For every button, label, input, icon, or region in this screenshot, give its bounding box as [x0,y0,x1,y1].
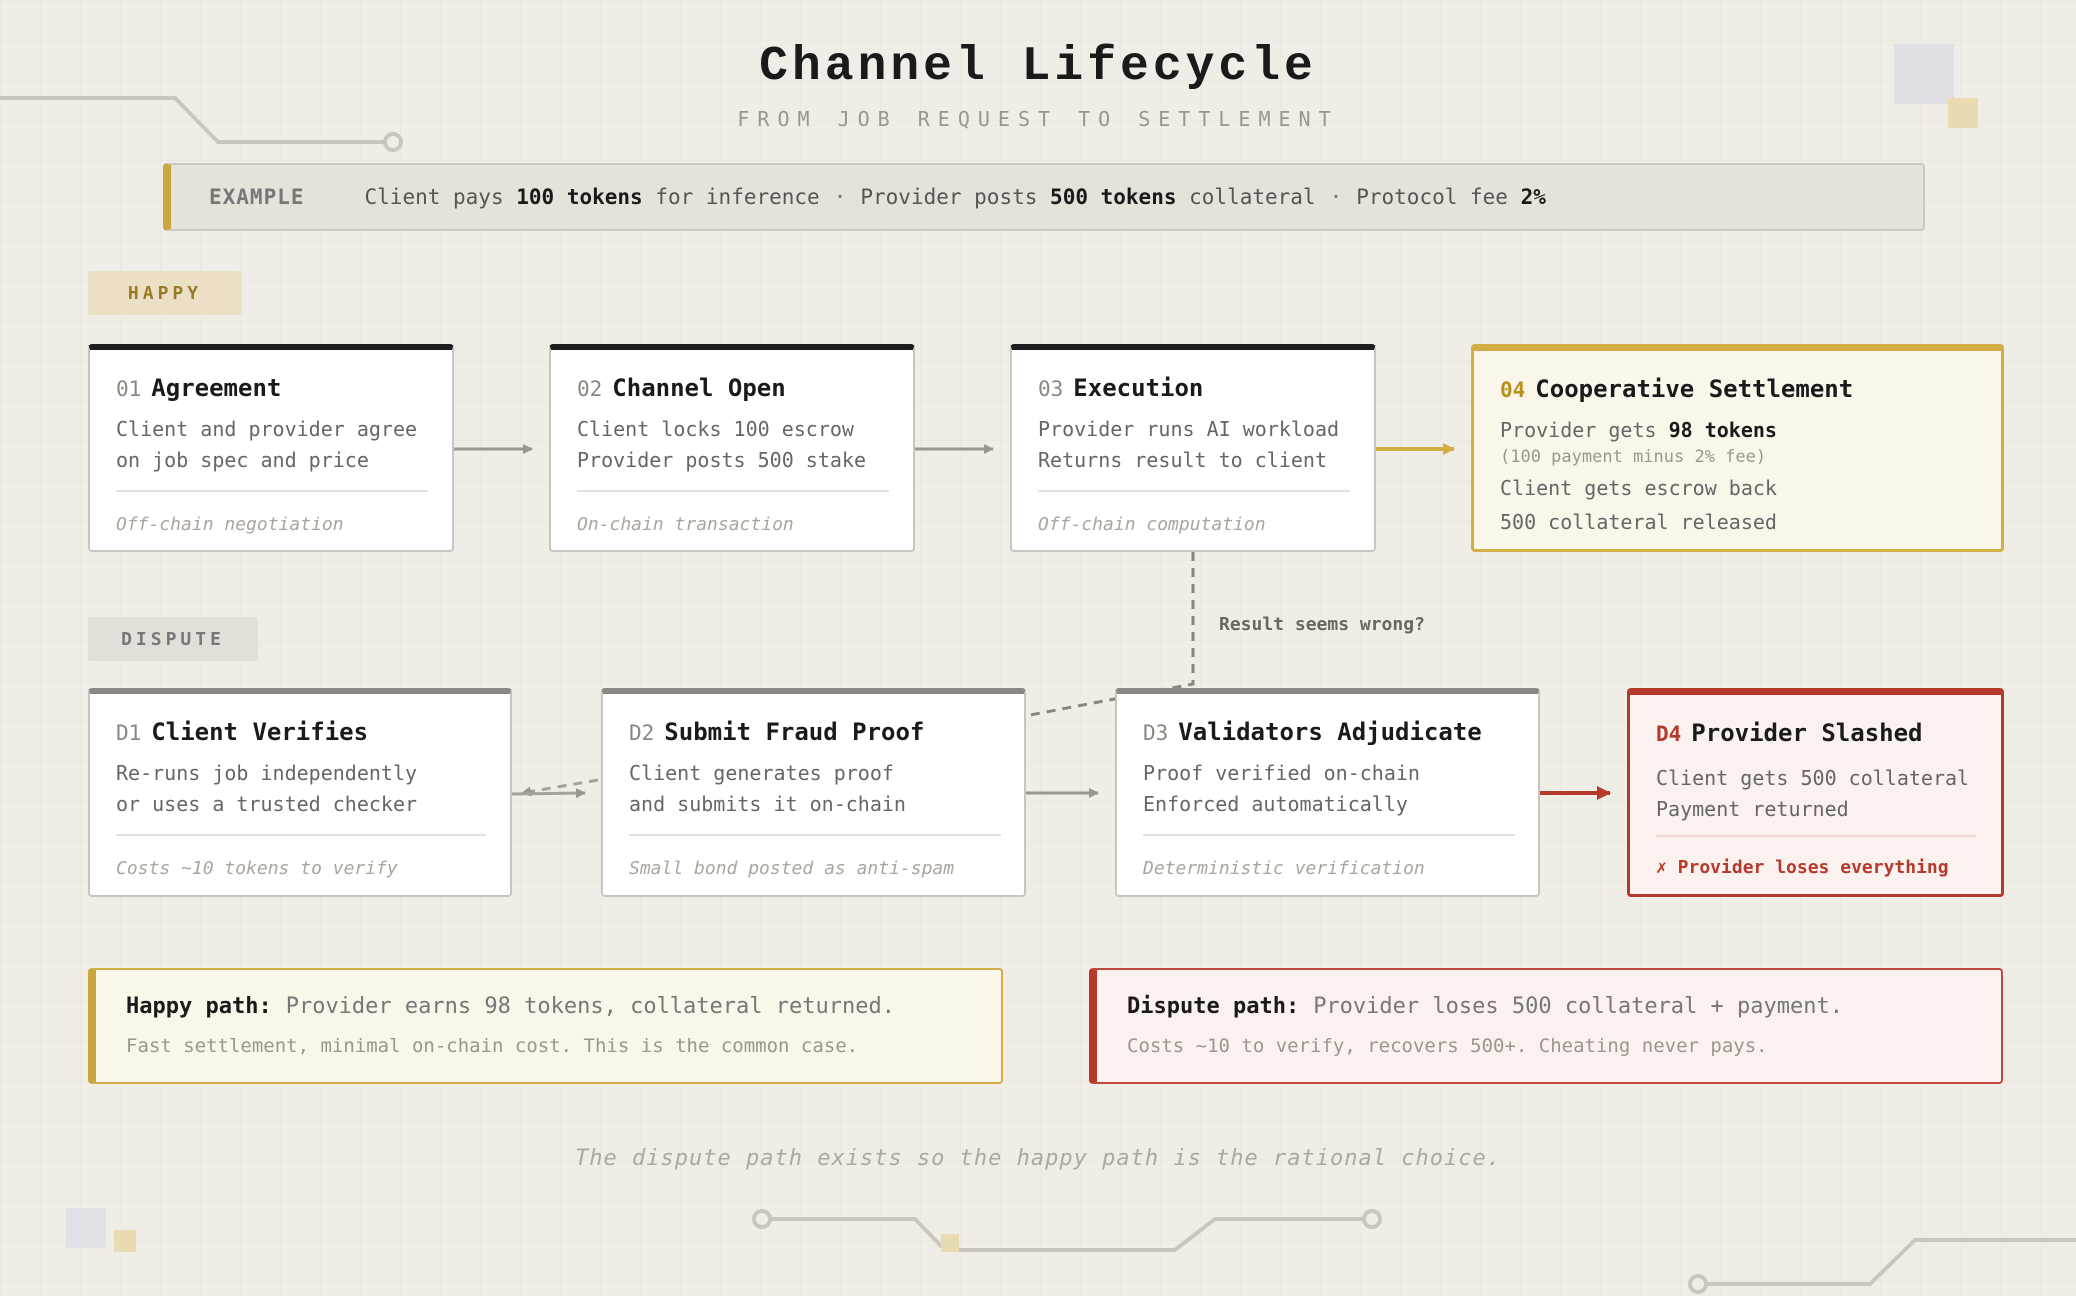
summary-label: Happy path: [126,994,272,1019]
arrow-d1-to-d2 [511,788,586,799]
lane-label-happy: HAPPY [88,271,242,315]
step-card-execution: 03 Execution Provider runs AI workload Re… [1010,344,1376,552]
step-card-agreement: 01 Agreement Client and provider agree on… [88,344,454,552]
example-separator: · [1329,185,1343,209]
step-number: 02 [577,377,603,401]
example-text-3: Provider posts [860,185,1038,209]
example-banner: EXAMPLE Client pays 100 tokens for infer… [163,163,1925,231]
card-divider [116,834,486,836]
page-subtitle: FROM JOB REQUEST TO SETTLEMENT [737,107,1339,131]
dashed-branch-execution-to-dispute [1024,552,1195,718]
step-card-channel-open: 02 Channel Open Client locks 100 escrow P… [549,344,915,552]
summary-sub-text: Fast settlement, minimal on-chain cost. … [126,1035,859,1057]
step-title: Execution [1073,374,1204,402]
example-text-4: collateral [1189,185,1316,209]
step-desc-line: Enforced automatically [1143,792,1408,816]
step-card-cooperative-settlement: 04 Cooperative Settlement Provider gets 9… [1471,344,2004,552]
step-desc-line: Provider gets 98 tokens [1500,415,2001,445]
arrow-d2-to-d1 [521,778,599,797]
page-title: Channel Lifecycle [759,40,1317,94]
step-desc-line: Re-runs job independently [116,761,418,785]
step-desc-line: Client and provider agree [116,417,418,441]
step-desc-line: Client gets escrow back [1500,476,1777,500]
card-divider [116,490,428,492]
step-desc-line: and submits it on-chain [629,792,906,816]
step-note: On-chain transaction [577,514,794,535]
step-desc-line: Proof verified on-chain [1143,761,1420,785]
summary-main-text: Provider loses 500 collateral + payment. [1313,994,1843,1019]
deco-square-bottom-left-blue [66,1208,106,1248]
step-desc-line: Provider runs AI workload [1038,417,1340,441]
card-divider [1143,834,1515,836]
settlement-provider-amount: 98 tokens [1668,418,1777,442]
step-note: Off-chain computation [1038,514,1266,535]
summary-happy-path: Happy path: Provider earns 98 tokens, col… [88,968,1003,1084]
card-divider [629,834,1001,836]
step-title: Agreement [151,374,282,402]
step-title: Client Verifies [151,718,369,746]
step-title: Validators Adjudicate [1178,718,1482,746]
example-separator: · [833,185,847,209]
step-desc-line: Provider posts 500 stake [577,448,866,472]
step-number: D3 [1143,721,1169,745]
circuit-decoration-bottom-center [752,1209,1382,1252]
step-number: 03 [1038,377,1064,401]
step-card-validators-adjudicate: D3 Validators Adjudicate Proof verified o… [1115,688,1540,897]
step-desc-line: on job spec and price [116,448,369,472]
step-number: D2 [629,721,655,745]
step-title: Channel Open [612,374,786,402]
example-text-5: Protocol fee [1356,185,1508,209]
step-card-submit-fraud-proof: D2 Submit Fraud Proof Client generates pr… [601,688,1026,897]
step-desc-line: Returns result to client [1038,448,1327,472]
step-number: 01 [116,377,142,401]
summary-main-text: Provider earns 98 tokens, collateral ret… [285,994,895,1019]
step-title: Submit Fraud Proof [664,718,925,746]
step-desc-line: Client locks 100 escrow [577,417,854,441]
deco-square-top-right-blue [1894,44,1954,104]
step-desc-line: Client generates proof [629,761,894,785]
example-value-payment: 100 tokens [516,185,643,209]
settlement-provider-text: Provider gets [1500,418,1657,442]
deco-square-bottom-left-gold [114,1230,136,1252]
circuit-decoration-top-left [0,96,403,152]
example-value-fee: 2% [1520,185,1546,209]
footer-tagline: The dispute path exists so the happy pat… [575,1146,1501,1171]
step-desc-line: 500 collateral released [1500,510,1777,534]
deco-square-bottom-center-gold [941,1234,959,1252]
card-divider [1656,835,1976,837]
branch-label-result-wrong: Result seems wrong? [1219,614,1425,635]
circuit-decoration-bottom-right [1688,1238,2076,1294]
step-note: Small bond posted as anti-spam [629,858,955,879]
step-note: Costs ~10 tokens to verify [116,858,398,879]
example-tag: EXAMPLE [209,185,305,209]
card-divider [577,490,889,492]
step-desc-line: or uses a trusted checker [116,792,418,816]
step-number: D4 [1656,722,1682,746]
lane-label-dispute: DISPUTE [88,617,258,661]
example-value-collateral: 500 tokens [1050,185,1177,209]
summary-label: Dispute path: [1127,994,1300,1019]
step-title: Provider Slashed [1691,719,1923,747]
example-text-2: for inference [655,185,820,209]
example-text-1: Client pays [364,185,504,209]
step-note-warning: ✗ Provider loses everything [1656,857,1949,878]
step-desc-line: Client gets 500 collateral [1656,766,1970,790]
deco-square-top-right-gold [1948,98,1978,128]
step-note: Off-chain negotiation [116,514,344,535]
summary-sub-text: Costs ~10 to verify, recovers 500+. Chea… [1127,1035,1768,1057]
step-number: 04 [1500,378,1526,402]
step-card-client-verifies: D1 Client Verifies Re-runs job independen… [88,688,512,897]
step-desc-line: Payment returned [1656,797,1849,821]
step-title: Cooperative Settlement [1535,375,1854,403]
card-divider [1038,490,1350,492]
settlement-fee-note: (100 payment minus 2% fee) [1500,447,1767,467]
step-note: Deterministic verification [1143,858,1425,879]
step-card-provider-slashed: D4 Provider Slashed Client gets 500 colla… [1627,688,2004,897]
summary-dispute-path: Dispute path: Provider loses 500 collater… [1089,968,2003,1084]
step-number: D1 [116,721,142,745]
